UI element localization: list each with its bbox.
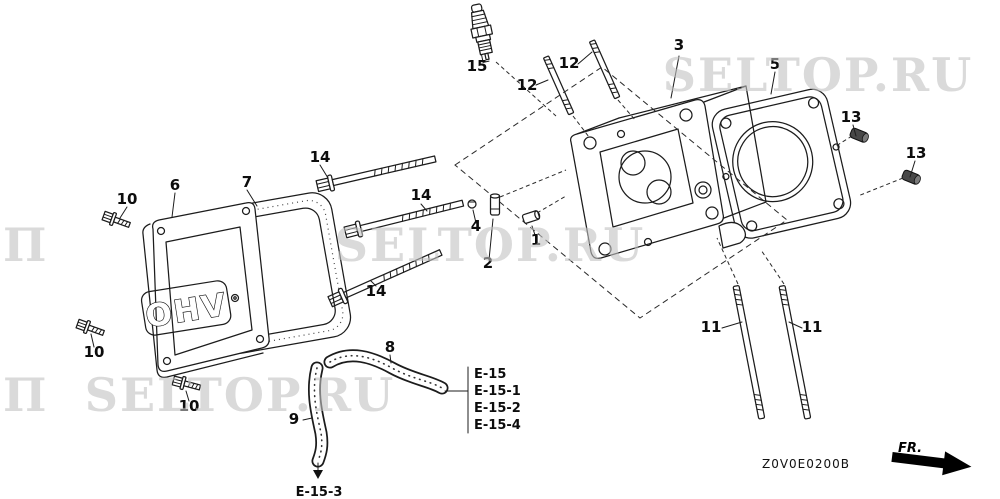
ref-e15-4: E-15-4: [474, 418, 521, 433]
drain-tube: [307, 361, 329, 468]
watermark-top-right: SELTOP.RU: [663, 48, 974, 102]
reference-labels: E-15 E-15-1 E-15-2 E-15-4 E-15-3: [296, 367, 521, 499]
callout-14-middle: 14: [411, 186, 432, 204]
callout-2: 2: [483, 254, 493, 272]
callout-11-right: 11: [802, 318, 823, 336]
callout-9: 9: [289, 410, 299, 428]
callout-14-top: 14: [310, 148, 331, 166]
callout-14-bottom: 14: [366, 282, 387, 300]
dowel-pin-left: [849, 127, 869, 143]
callout-13-left: 13: [841, 108, 862, 126]
watermark-center: SELTOP.RU: [335, 218, 646, 272]
spark-plug: [470, 3, 494, 63]
callout-3: 3: [674, 36, 684, 54]
callout-1: 1: [531, 231, 541, 249]
callout-10-top: 10: [117, 190, 138, 208]
valve-guide: [489, 193, 501, 216]
valve-cover: OHV: [140, 202, 270, 378]
reference-bracket: [444, 366, 469, 434]
callout-11-left: 11: [701, 318, 722, 336]
fr-direction: FR.: [891, 441, 972, 476]
dowel-pin-right: [901, 169, 921, 185]
ref-e15-3: E-15-3: [296, 485, 343, 499]
stud-long-right: [778, 284, 812, 420]
callout-6: 6: [170, 176, 180, 194]
callout-10-left: 10: [84, 343, 105, 361]
callout-5: 5: [770, 55, 780, 73]
stud-long-left: [732, 284, 766, 420]
leader-lines: [90, 51, 916, 421]
callout-10-bottom: 10: [179, 397, 200, 415]
assembly-dashed-lines: [454, 61, 904, 319]
callout-12-right: 12: [559, 54, 580, 72]
watermark-fragment-bottom: П: [3, 368, 46, 422]
dowel-bush: [521, 210, 541, 224]
callout-12-left: 12: [517, 76, 538, 94]
watermark-fragment-middle: П: [3, 218, 46, 272]
callout-13-right: 13: [906, 144, 927, 162]
ref-e15-2: E-15-2: [474, 401, 521, 416]
callout-4: 4: [471, 217, 481, 235]
callout-15: 15: [467, 57, 488, 75]
cover-bolt-left: [74, 316, 107, 340]
ref-e15-1: E-15-1: [474, 384, 521, 399]
down-arrow-icon: [313, 462, 323, 479]
watermark-bottom-left: SELTOP.RU: [85, 368, 396, 422]
callout-8: 8: [385, 338, 395, 356]
cylinder-head: [570, 85, 767, 259]
fr-label: FR.: [898, 441, 922, 456]
fr-arrow-icon: [891, 451, 972, 476]
valve-guide-clip: [467, 199, 477, 209]
ref-e15: E-15: [474, 367, 506, 382]
part-callouts: 15 12 12 3 5 13 13 6 7 10 10 10 14 14 14…: [84, 36, 927, 428]
breather-tube: [323, 349, 449, 395]
watermark-layer: SELTOP.RU SELTOP.RU SELTOP.RU П П: [3, 48, 974, 422]
head-gasket: [711, 88, 852, 239]
callout-7: 7: [242, 173, 252, 191]
diagram-code: Z0V0E0200B: [762, 457, 850, 471]
cover-bolt-top: [100, 208, 133, 232]
